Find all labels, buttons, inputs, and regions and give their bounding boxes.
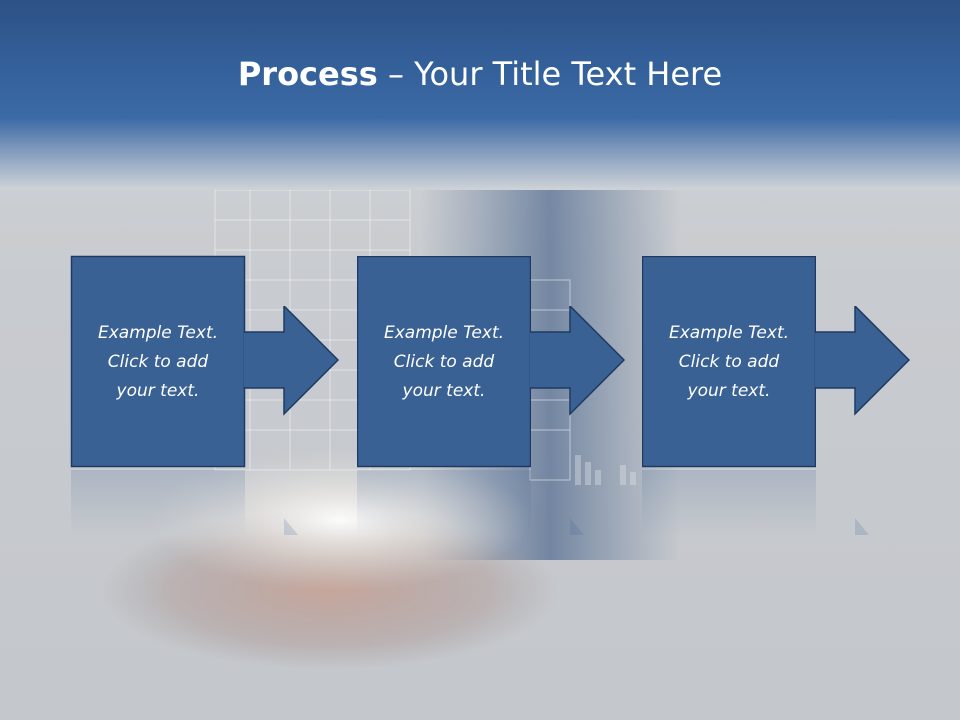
step-text-line3: your text. — [116, 380, 200, 401]
step-text-line2: Click to add — [678, 351, 780, 372]
page-title: Process – Your Title Text Here — [0, 52, 960, 96]
step-box-shape — [70, 255, 246, 468]
title-bold: Process — [237, 55, 378, 93]
step-text-line1: Example Text. — [97, 322, 219, 343]
arrow-right-icon — [815, 306, 911, 416]
step-text-line1: Example Text. — [383, 322, 505, 343]
shapes-reflection — [71, 470, 869, 535]
title-rest: – Your Title Text Here — [377, 55, 723, 93]
arrow-right-icon — [530, 306, 626, 416]
process-step-3[interactable]: Example Text. Click to add your text. — [642, 256, 822, 468]
step-text-line1: Example Text. — [668, 322, 790, 343]
step-text[interactable]: Example Text. Click to add your text. — [71, 256, 245, 468]
step-box-shape — [642, 256, 816, 468]
step-text-line2: Click to add — [107, 351, 209, 372]
process-step-1[interactable]: Example Text. Click to add your text. — [70, 255, 251, 468]
step-box-shape — [357, 256, 531, 468]
step-text-line3: your text. — [687, 380, 771, 401]
step-text[interactable]: Example Text. Click to add your text. — [642, 256, 816, 468]
process-step-2[interactable]: Example Text. Click to add your text. — [357, 256, 537, 468]
header-band — [0, 0, 960, 190]
step-text-line2: Click to add — [393, 351, 495, 372]
arrow-right-icon — [244, 306, 340, 416]
step-text-line3: your text. — [402, 380, 486, 401]
step-text[interactable]: Example Text. Click to add your text. — [357, 256, 531, 468]
